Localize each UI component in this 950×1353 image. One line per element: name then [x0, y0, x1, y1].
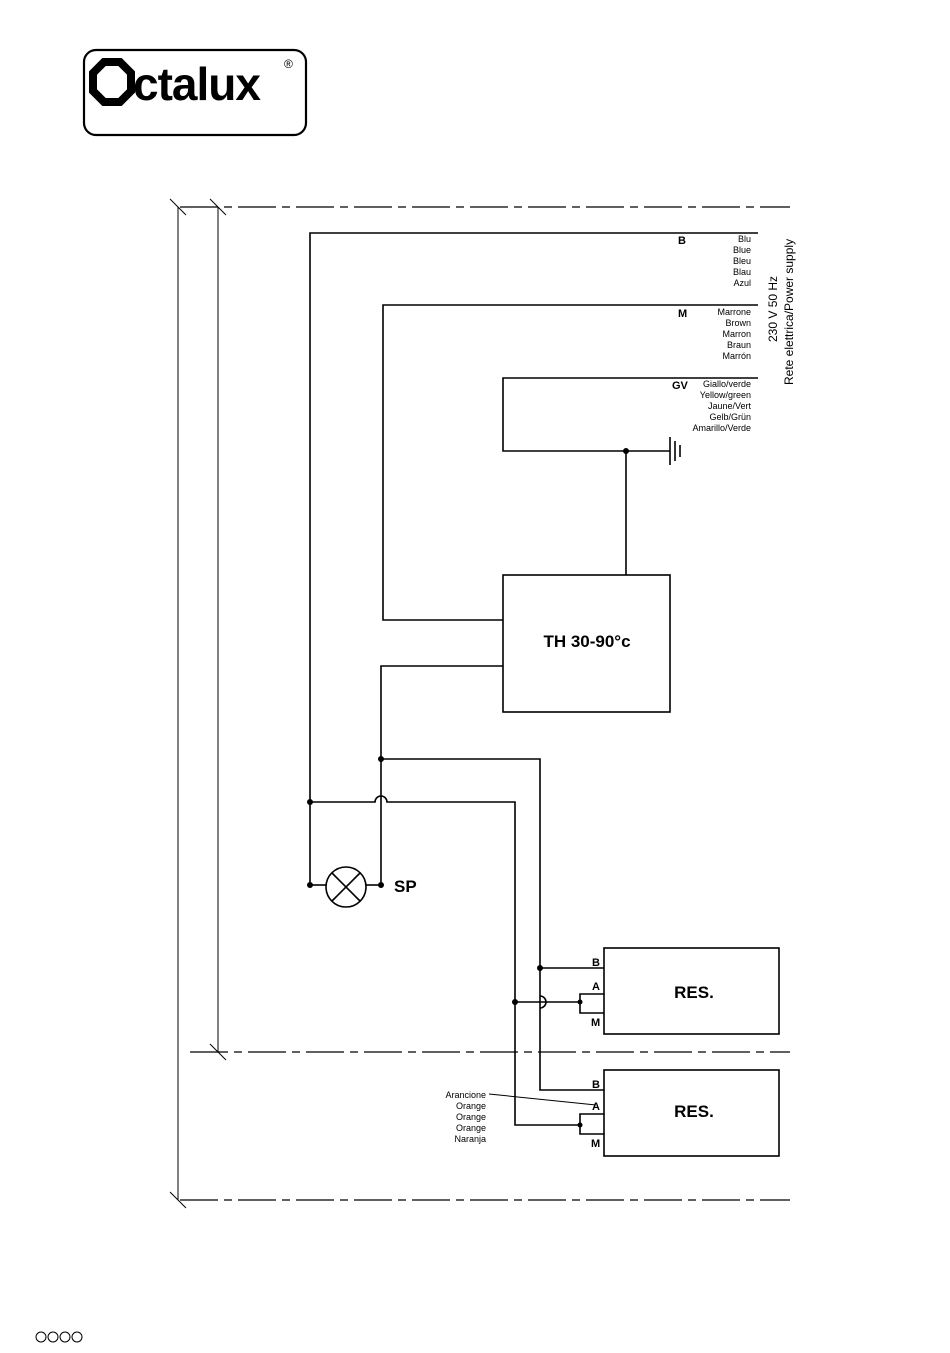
- ground-icon: [670, 437, 680, 465]
- logo-octagon-icon: [93, 62, 131, 102]
- ground-wire-code: GV: [672, 380, 689, 392]
- brown-color-fr: Marron: [722, 329, 751, 339]
- enclosure-outline: [170, 199, 790, 1208]
- blue-color-en: Blue: [733, 245, 751, 255]
- registered-mark: ®: [284, 57, 293, 71]
- orange-color-en: Orange: [456, 1101, 486, 1111]
- blue-color-es: Azul: [733, 278, 751, 288]
- brown-wire-code: M: [678, 308, 687, 320]
- supply-name: Rete elettrica/Power supply: [782, 239, 796, 385]
- blue-color-fr: Bleu: [733, 256, 751, 266]
- thermostat: TH 30-90°c: [503, 575, 670, 712]
- logo-text: ctalux: [133, 58, 261, 110]
- thermostat-label: TH 30-90°c: [543, 632, 630, 651]
- orange-wire-callout: Arancione Orange Orange Orange Naranja: [445, 1090, 596, 1144]
- ground-color-fr: Jaune/Vert: [708, 401, 752, 411]
- brown-color-de: Braun: [727, 340, 751, 350]
- blue-color-de: Blau: [733, 267, 751, 277]
- ground-color-de: Gelb/Grün: [709, 412, 751, 422]
- ground-wire: GV Giallo/verde Yellow/green Jaune/Vert …: [503, 378, 758, 575]
- resistor-2-terminal-b: B: [592, 1079, 600, 1091]
- brown-color-es: Marrón: [722, 351, 751, 361]
- lamp-label: SP: [394, 877, 417, 896]
- signal-lamp: SP: [307, 867, 417, 907]
- ground-color-en: Yellow/green: [700, 390, 751, 400]
- resistor-1-terminal-m: M: [591, 1017, 600, 1029]
- resistor-2-label: RES.: [674, 1102, 714, 1121]
- resistor-2-terminal-m: M: [591, 1138, 600, 1150]
- orange-color-es: Naranja: [454, 1134, 486, 1144]
- brown-wire: M Marrone Brown Marron Braun Marrón: [383, 305, 758, 620]
- blue-wire: B Blu Blue Bleu Blau Azul: [310, 233, 758, 885]
- ground-color-es: Amarillo/Verde: [692, 423, 751, 433]
- octalux-logo: ctalux ®: [84, 50, 306, 135]
- resistor-1: RES. B A M: [578, 948, 780, 1034]
- page-marker-icon: [36, 1332, 82, 1342]
- supply-voltage: 230 V 50 Hz: [766, 276, 780, 342]
- blue-color-it: Blu: [738, 234, 751, 244]
- blue-branch-wire: [307, 796, 580, 1125]
- blue-wire-code: B: [678, 235, 686, 247]
- power-supply-label: 230 V 50 Hz Rete elettrica/Power supply: [766, 239, 796, 385]
- brown-color-it: Marrone: [717, 307, 751, 317]
- resistor-2-terminal-a: A: [592, 1101, 600, 1113]
- orange-color-it: Arancione: [445, 1090, 486, 1100]
- resistor-2: RES. B A M: [578, 1070, 780, 1156]
- orange-color-fr: Orange: [456, 1112, 486, 1122]
- resistor-1-label: RES.: [674, 983, 714, 1002]
- resistor-1-terminal-b: B: [592, 957, 600, 969]
- orange-color-de: Orange: [456, 1123, 486, 1133]
- resistor-1-terminal-a: A: [592, 981, 600, 993]
- ground-color-it: Giallo/verde: [703, 379, 751, 389]
- brown-color-en: Brown: [725, 318, 751, 328]
